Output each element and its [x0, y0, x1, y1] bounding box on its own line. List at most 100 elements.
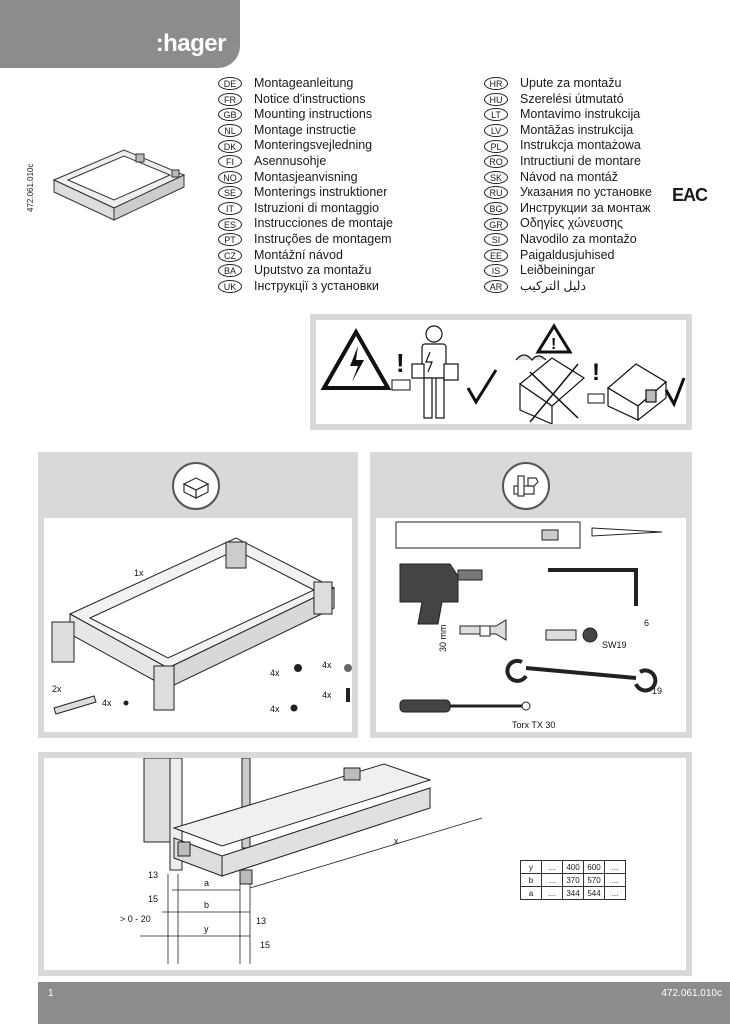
wall [143, 757, 171, 843]
language-code-badge: RU [484, 186, 508, 200]
language-code-badge: SK [484, 170, 508, 184]
language-code-badge: CZ [218, 248, 242, 262]
dimension-table-cell: ... [604, 860, 626, 874]
language-code-badge: BG [484, 202, 508, 216]
safety-illustration: ! ! [320, 323, 686, 425]
language-label: Montage instructie [254, 122, 357, 137]
language-label: Інструкції з установки [254, 278, 379, 293]
dim-15a: 15 [148, 894, 158, 904]
qty-nut-small: 4x [102, 698, 112, 708]
exclamation-icon: ! [396, 348, 405, 378]
language-row: SI Navodilo za montažo [484, 232, 652, 248]
language-row: DE Montageanleitung [218, 76, 393, 92]
dimension-table-cell: ... [604, 886, 626, 900]
language-label: Указания по установке [520, 185, 652, 200]
checkmark-icon-2 [664, 377, 686, 408]
safety-panel: ! ! [310, 314, 692, 430]
language-label: Montavimo instrukcija [520, 107, 641, 122]
language-code-badge: LT [484, 108, 508, 122]
language-code-badge: PL [484, 139, 508, 153]
language-row: PT Instruções de montagem [218, 232, 393, 248]
dimension-table-cell: 400 [562, 860, 584, 874]
language-label: Paigaldusjuhised [520, 247, 615, 262]
dim-a: a [204, 878, 209, 888]
language-label: Návod na montáž [520, 169, 618, 184]
dimension-table-cell: y [520, 860, 542, 874]
language-code-badge: HU [484, 92, 508, 106]
language-row: UK Інструкції з установки [218, 279, 393, 295]
electrical-warning-icon [320, 327, 392, 390]
language-label: Montageanleitung [254, 76, 354, 90]
language-label: Istruzioni di montaggio [254, 200, 380, 215]
language-label: Instrukcja montażowa [520, 138, 641, 153]
language-label: Инструкции за монтаж [520, 200, 651, 215]
dimension-table-cell: a [520, 886, 542, 900]
language-code-badge: IT [218, 202, 242, 216]
language-label: Szerelési útmutató [520, 91, 624, 106]
language-code-badge: EE [484, 248, 508, 262]
language-code-badge: SI [484, 233, 508, 247]
dim-13a: 13 [148, 870, 158, 880]
dim-b: b [204, 900, 209, 910]
product-thumbnail [52, 149, 186, 221]
dimension-table-cell: ... [604, 873, 626, 887]
language-row: GB Mounting instructions [218, 107, 393, 123]
language-code-badge: IS [484, 264, 508, 278]
tools-icon [502, 462, 550, 510]
tools-illustration: 6 30 mm SW19 19 Torx TX 30 [395, 521, 663, 730]
language-label: Montāžas instrukcija [520, 122, 634, 137]
language-label: Mounting instructions [254, 107, 373, 122]
brand-logo: :hager [155, 30, 227, 57]
language-label: Monterings instruktioner [254, 185, 388, 200]
house-indoor-icon [606, 363, 668, 422]
language-code-badge: ES [218, 217, 242, 231]
language-code-badge: FI [218, 155, 242, 169]
language-label: Instruções de montagem [254, 231, 392, 246]
qty-plate: 2x [52, 684, 62, 694]
language-label: Notice d'instructions [254, 91, 366, 106]
language-code-badge: UK [218, 280, 242, 294]
dimension-table-cell: 544 [583, 886, 605, 900]
dim-x: x [394, 836, 399, 846]
language-label: دليل التركيب [520, 278, 587, 293]
language-code-badge: SE [218, 186, 242, 200]
language-code-badge: RO [484, 155, 508, 169]
electrician-figure-icon [411, 325, 459, 419]
language-row: SE Monterings instruktioner [218, 185, 393, 201]
language-code-badge: GB [218, 108, 242, 122]
language-label: Asennusohje [254, 153, 327, 168]
language-code-badge: GR [484, 217, 508, 231]
qty-bolt: 4x [322, 690, 332, 700]
screwdriver-icon [399, 699, 451, 713]
dimension-table-cell: 570 [583, 873, 605, 887]
language-label: Monteringsvejledning [254, 138, 373, 153]
warning-triangle-icon: ! [535, 323, 573, 354]
dim-15b: 15 [260, 940, 270, 950]
dimensions-illustration: x 13 a 15 > 0 - 20 b 13 y 15 [120, 757, 483, 964]
pencil-icon [591, 527, 663, 537]
language-row: PL Instrukcja montażowa [484, 138, 652, 154]
footer-doc-code: 472.061.010c [661, 988, 722, 999]
hex-key-icon [548, 568, 638, 606]
socket-size: SW19 [602, 640, 627, 650]
language-code-badge: DE [218, 77, 242, 91]
language-code-badge: PT [218, 233, 242, 247]
language-label: Montážní návod [254, 247, 343, 262]
language-label: Navodilo za montažo [520, 231, 637, 246]
